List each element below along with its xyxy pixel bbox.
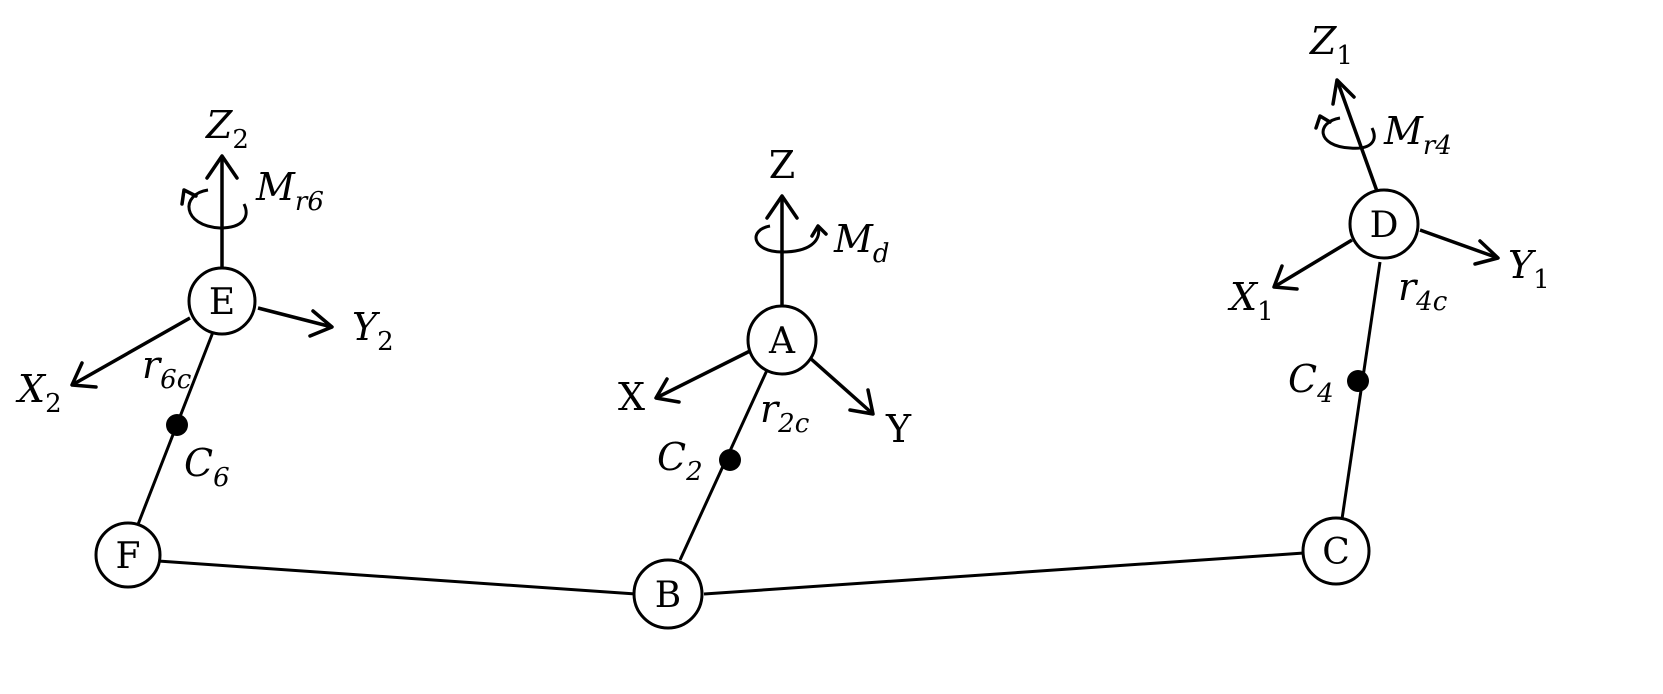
mass-center-c2-dot: [719, 449, 741, 471]
frame-d: [1272, 78, 1500, 291]
link-f-b: [157, 559, 637, 596]
vector-r2c-label: r2c: [760, 387, 810, 439]
mass-center-c4-dot: [1347, 370, 1369, 392]
moment-mr4-label: Mr4: [1383, 109, 1452, 161]
axis-x1-label: X1: [1227, 275, 1274, 327]
moment-mr4-arc: [1321, 116, 1376, 150]
node-c-label: C: [1322, 532, 1350, 573]
moment-md-label: Md: [833, 217, 890, 269]
node-e: E: [187, 266, 257, 336]
mass-center-c4-label: C4: [1288, 357, 1334, 409]
node-b-label: B: [655, 575, 681, 616]
link-b-c: [703, 551, 1305, 596]
axis-z-label: Z: [769, 143, 795, 187]
axis-z2-label: Z2: [205, 103, 249, 155]
mass-center-c6-label: C6: [184, 441, 230, 493]
node-d-label: D: [1370, 205, 1399, 246]
node-c: C: [1301, 516, 1371, 586]
axis-y1-label: Y1: [1508, 243, 1550, 295]
moment-md-arc: [754, 224, 821, 254]
node-f-label: F: [116, 536, 141, 577]
axis-y2-label: Y2: [352, 305, 394, 357]
mass-center-c6-dot: [166, 414, 188, 436]
mass-center-c2-label: C2: [657, 435, 703, 487]
axis-z1-label: Z1: [1309, 19, 1353, 71]
node-a: A: [746, 304, 818, 376]
vector-r6c-label: r6c: [142, 343, 192, 395]
axis-x2-label: X2: [15, 367, 62, 419]
axis-x-label: X: [618, 375, 645, 419]
vector-r4c-label: r4c: [1398, 265, 1448, 317]
node-e-label: E: [209, 282, 235, 323]
node-d: D: [1348, 188, 1420, 260]
moment-mr6-arc: [187, 188, 248, 230]
frame-a: [654, 194, 875, 416]
moment-mr6-label: Mr6: [255, 165, 324, 217]
frame-e: [70, 154, 334, 389]
node-a-label: A: [768, 321, 796, 362]
axis-y-label: Y: [885, 407, 912, 451]
node-b: B: [632, 558, 704, 630]
node-f: F: [94, 521, 162, 589]
